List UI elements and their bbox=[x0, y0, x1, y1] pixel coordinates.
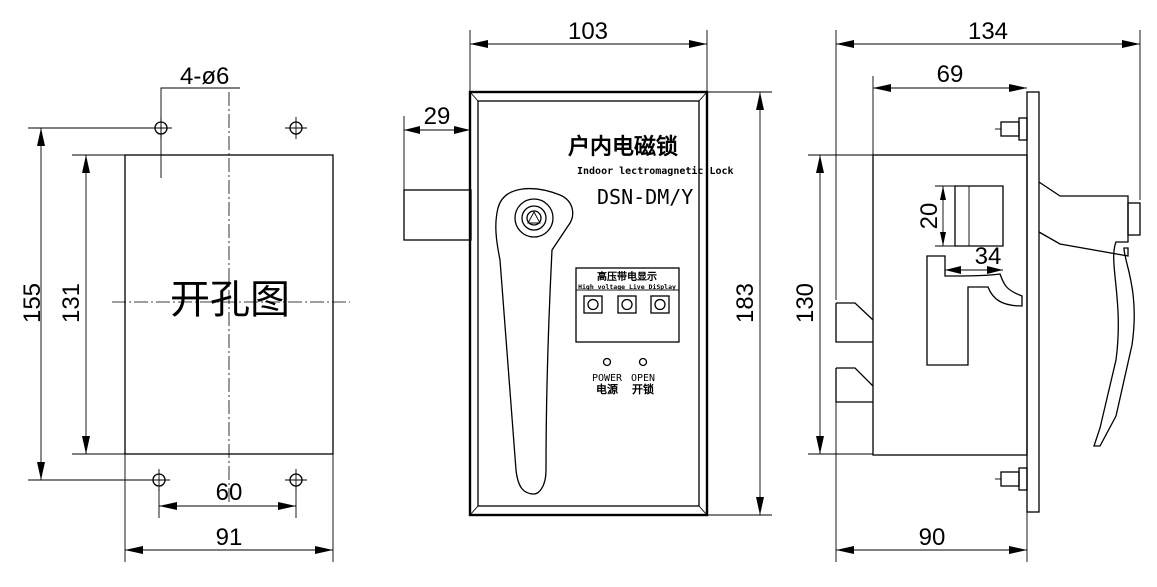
open-led bbox=[638, 357, 648, 367]
mounting-hole-br bbox=[285, 469, 307, 491]
indicator-lamp-3 bbox=[654, 298, 666, 311]
power-label-en: POWER bbox=[592, 373, 623, 384]
product-name-cn: 户内电磁锁 bbox=[568, 134, 678, 160]
lock-cylinder-mid bbox=[521, 205, 547, 231]
hole-leader bbox=[160, 87, 240, 178]
cutout-title: 开孔图 bbox=[170, 277, 290, 323]
dim-20: 20 bbox=[916, 203, 943, 230]
product-model: DSN-DM/Y bbox=[597, 185, 693, 209]
side-cam bbox=[926, 255, 1023, 366]
power-label-cn: 电源 bbox=[596, 382, 618, 396]
front-panel-inner bbox=[477, 100, 700, 507]
side-mount-plate bbox=[1026, 91, 1040, 513]
indicator-square-3 bbox=[650, 295, 670, 314]
dim-155: 155 bbox=[19, 283, 46, 323]
dim-130: 130 bbox=[792, 283, 819, 323]
hole-label: 4-ø6 bbox=[180, 63, 229, 90]
cutout-view: 4-ø6 开孔图 155 131 60 91 bbox=[19, 63, 350, 562]
lock-cylinder-outer bbox=[514, 198, 554, 238]
mounting-hole-tr bbox=[285, 117, 307, 139]
power-led bbox=[602, 357, 612, 367]
dim-103: 103 bbox=[568, 18, 608, 45]
dim-134: 134 bbox=[968, 18, 1008, 45]
indicator-square-2 bbox=[617, 295, 637, 314]
open-label-en: OPEN bbox=[631, 373, 655, 384]
side-latch-lower bbox=[835, 367, 874, 403]
side-handle bbox=[1038, 181, 1135, 447]
indicator-square-1 bbox=[583, 295, 603, 314]
open-label-cn: 开锁 bbox=[632, 382, 654, 396]
dim-69: 69 bbox=[937, 61, 964, 88]
indicator-lamp-2 bbox=[621, 298, 633, 311]
bolt-bottom bbox=[995, 467, 1028, 491]
dim-90: 90 bbox=[919, 524, 946, 551]
front-handle bbox=[495, 187, 574, 495]
dim-29: 29 bbox=[424, 103, 451, 130]
bolt-top bbox=[995, 117, 1028, 141]
dim-183: 183 bbox=[732, 283, 759, 323]
dim-91: 91 bbox=[216, 524, 243, 551]
live-display-header bbox=[575, 267, 680, 291]
dim-34: 34 bbox=[975, 243, 1002, 270]
side-latch-upper bbox=[835, 302, 874, 343]
front-panel-outer bbox=[468, 90, 709, 517]
live-display-title-cn: 高压带电显示 bbox=[597, 270, 657, 283]
side-view: 134 69 20 34 130 90 bbox=[792, 18, 1141, 562]
side-shaft-end bbox=[1127, 202, 1141, 236]
dim-131: 131 bbox=[58, 283, 85, 323]
front-shaft bbox=[403, 189, 472, 241]
dim-60: 60 bbox=[216, 479, 243, 506]
side-slot bbox=[954, 185, 1004, 247]
side-body bbox=[872, 154, 1028, 456]
indicator-lamp-1 bbox=[587, 298, 599, 311]
live-display-title-en: High voltage Live DiSplay bbox=[578, 283, 676, 291]
front-view: 户内电磁锁 Indoor lectromagnetic Lock DSN-DM/… bbox=[403, 18, 772, 517]
mounting-hole-bl bbox=[148, 469, 170, 491]
lock-triangle-icon bbox=[527, 211, 541, 224]
lock-cylinder-inner bbox=[526, 210, 542, 226]
product-name-en: Indoor lectromagnetic Lock bbox=[577, 165, 734, 177]
